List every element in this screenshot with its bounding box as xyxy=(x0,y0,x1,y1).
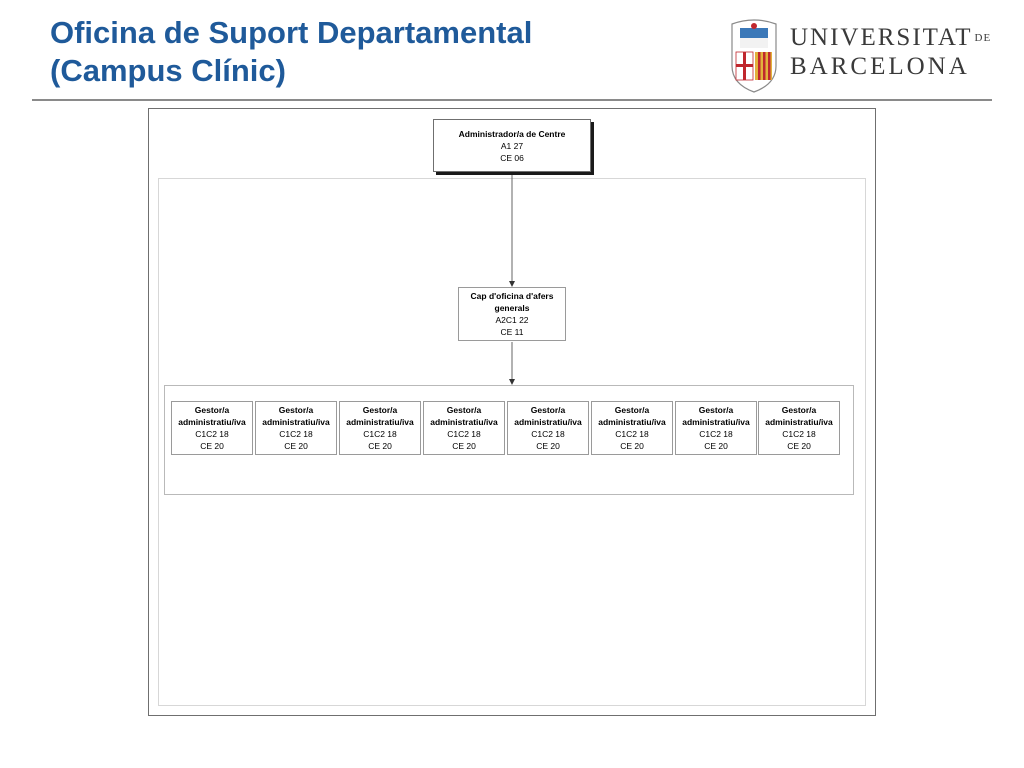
node-ce: CE 20 xyxy=(200,441,224,451)
node-gestor: Gestor/a administratiu/iva C1C2 18 CE 20 xyxy=(423,401,505,455)
logo-line-1-suffix: DE xyxy=(974,32,992,44)
node-ce: CE 20 xyxy=(620,441,644,451)
node-ce: CE 11 xyxy=(500,327,524,337)
node-ce: CE 20 xyxy=(452,441,476,451)
node-title-2: administratiu/iva xyxy=(598,417,666,427)
node-level: C1C2 18 xyxy=(699,429,733,439)
node-title-1: Gestor/a xyxy=(362,405,398,415)
node-title-1: Gestor/a xyxy=(194,405,230,415)
node-ce: CE 20 xyxy=(284,441,308,451)
header-divider xyxy=(32,99,992,101)
node-ce: CE 20 xyxy=(787,441,811,451)
node-level: C1C2 18 xyxy=(447,429,481,439)
node-gestor: Gestor/a administratiu/iva C1C2 18 CE 20 xyxy=(758,401,840,455)
node-title: Cap d'oficina d'afers generals xyxy=(470,291,554,313)
node-title-1: Gestor/a xyxy=(446,405,482,415)
node-level: C1C2 18 xyxy=(363,429,397,439)
node-gestor: Gestor/a administratiu/iva C1C2 18 CE 20 xyxy=(339,401,421,455)
node-gestor: Gestor/a administratiu/iva C1C2 18 CE 20 xyxy=(591,401,673,455)
node-title-2: administratiu/iva xyxy=(346,417,414,427)
page-title-line-2: (Campus Clínic) xyxy=(50,53,286,88)
node-title: Administrador/a de Centre xyxy=(458,128,566,139)
node-ce: CE 20 xyxy=(704,441,728,451)
node-level: C1C2 18 xyxy=(531,429,565,439)
node-gestor: Gestor/a administratiu/iva C1C2 18 CE 20 xyxy=(255,401,337,455)
node-gestor: Gestor/a administratiu/iva C1C2 18 CE 20 xyxy=(675,401,757,455)
node-ce: CE 06 xyxy=(500,152,524,163)
node-title-2: administratiu/iva xyxy=(765,417,833,427)
node-ce: CE 20 xyxy=(536,441,560,451)
university-crest-icon xyxy=(731,19,777,93)
node-title-2: administratiu/iva xyxy=(682,417,750,427)
node-level: C1C2 18 xyxy=(195,429,229,439)
logo-line-2: BARCELONA xyxy=(790,53,970,80)
node-level: A2C1 22 xyxy=(495,315,529,325)
page-title: Oficina de Suport Departamental (Campus … xyxy=(50,14,532,90)
node-title-2: administratiu/iva xyxy=(430,417,498,427)
node-title-1: Gestor/a xyxy=(530,405,566,415)
node-gestor: Gestor/a administratiu/iva C1C2 18 CE 20 xyxy=(507,401,589,455)
node-title-2: administratiu/iva xyxy=(262,417,330,427)
node-level: C1C2 18 xyxy=(615,429,649,439)
node-gestor: Gestor/a administratiu/iva C1C2 18 CE 20 xyxy=(171,401,253,455)
node-level: C1C2 18 xyxy=(279,429,313,439)
node-administrador-centre: Administrador/a de Centre A1 27 CE 06 xyxy=(433,119,591,172)
node-title-2: administratiu/iva xyxy=(178,417,246,427)
node-level: C1C2 18 xyxy=(782,429,816,439)
node-title-1: Gestor/a xyxy=(278,405,314,415)
gestor-group-box xyxy=(164,385,854,495)
logo-line-1: UNIVERSITAT xyxy=(790,24,973,51)
node-title-1: Gestor/a xyxy=(781,405,817,415)
node-cap-oficina: Cap d'oficina d'afers generals A2C1 22 C… xyxy=(458,287,566,341)
node-title-1: Gestor/a xyxy=(614,405,650,415)
node-title-1: Gestor/a xyxy=(698,405,734,415)
node-level: A1 27 xyxy=(500,140,524,151)
node-ce: CE 20 xyxy=(368,441,392,451)
page-title-line-1: Oficina de Suport Departamental xyxy=(50,15,533,50)
node-title-2: administratiu/iva xyxy=(514,417,582,427)
